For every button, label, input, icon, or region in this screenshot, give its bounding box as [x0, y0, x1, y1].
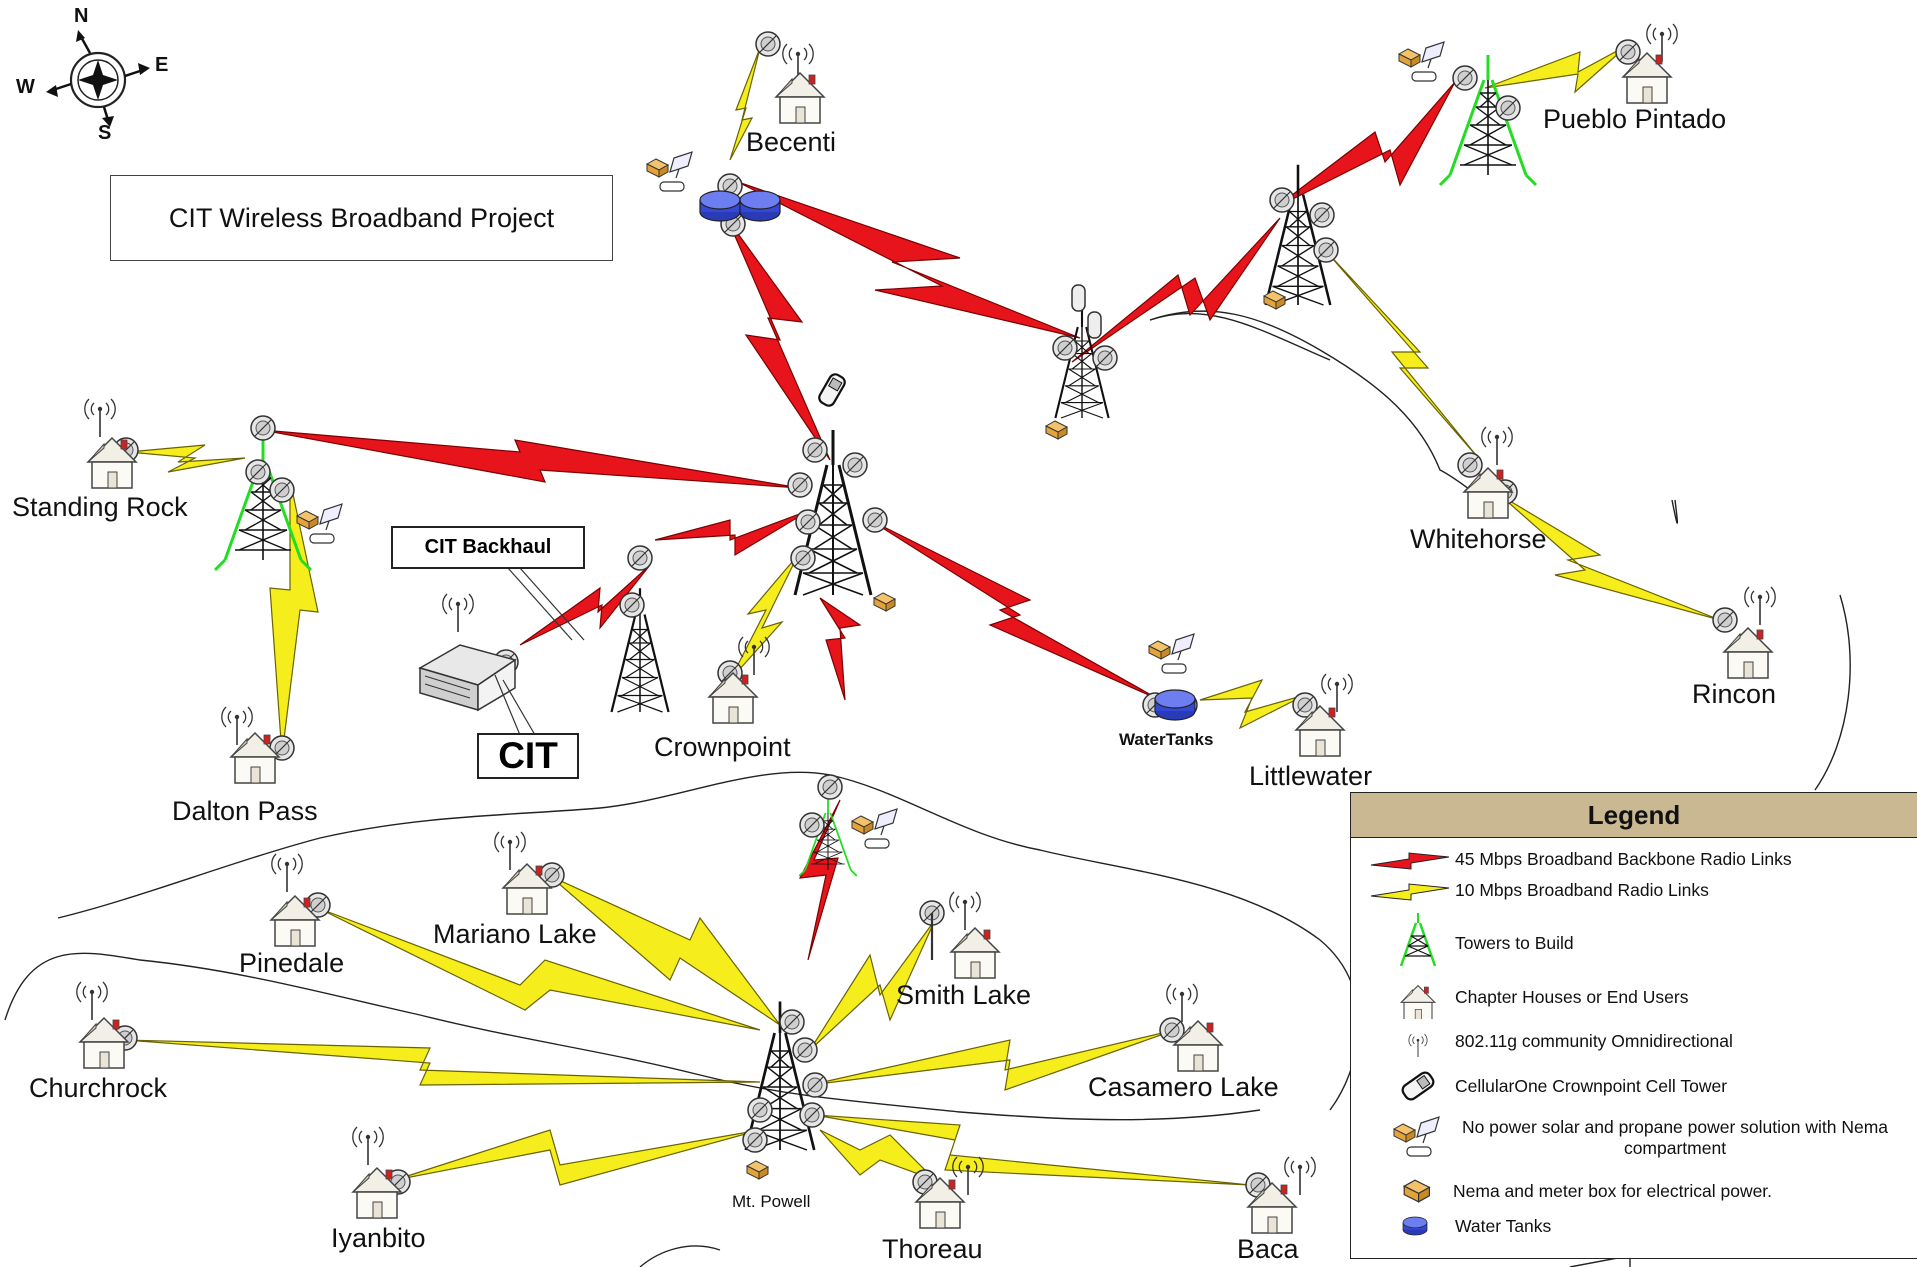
legend-item: No power solar and propane power solutio… [1351, 1113, 1917, 1165]
cit-callout: CIT [477, 733, 579, 779]
callout-leaders [494, 567, 585, 736]
legend-panel: Legend 45 Mbps Broadband Backbone Radio … [1350, 792, 1917, 1259]
legend-item: 802.11g community Omnidirectional [1351, 1025, 1917, 1059]
house-icon [1400, 985, 1436, 1019]
site-label-iyanbito: Iyanbito [331, 1223, 426, 1253]
site-label-rincon: Rincon [1692, 679, 1777, 709]
omni-antenna-icon [1408, 1033, 1428, 1058]
site-label-pinedale: Pinedale [239, 948, 345, 978]
legend-item: Nema and meter box for electrical power. [1351, 1177, 1917, 1205]
site-label-baca: Baca [1237, 1234, 1299, 1264]
radio-links [124, 44, 1721, 1186]
backbone-links [261, 81, 1456, 961]
yellow-bolt-icon [1370, 883, 1450, 901]
compass-s-label: S [98, 122, 112, 144]
site-label-smith-lake: Smith Lake [896, 980, 1032, 1010]
site-label-mt-powell: Mt. Powell [732, 1192, 811, 1211]
site-label-casamero-lake: Casamero Lake [1088, 1072, 1279, 1102]
site-label-watertanks: WaterTanks [1119, 730, 1214, 749]
legend-item: 10 Mbps Broadband Radio Links [1351, 880, 1917, 904]
cit-building [418, 644, 517, 712]
legend-item: Chapter Houses or End Users [1351, 979, 1917, 1019]
legend-item: 45 Mbps Broadband Backbone Radio Links [1351, 849, 1917, 873]
compass-w-label: W [16, 76, 35, 98]
solar-power-icon [1391, 1113, 1447, 1165]
cell-phone-icon [1395, 1065, 1441, 1107]
site-label-whitehorse: Whitehorse [1410, 524, 1547, 554]
site-label-littlewater: Littlewater [1249, 761, 1373, 791]
site-label-crownpoint: Crownpoint [654, 732, 791, 762]
compass-n-label: N [74, 5, 89, 27]
legend-item: CellularOne Crownpoint Cell Tower [1351, 1065, 1917, 1107]
site-label-churchrock: Churchrock [29, 1073, 168, 1103]
compass-e-label: E [155, 54, 169, 76]
water-tanks [699, 190, 1196, 721]
site-label-becenti: Becenti [746, 127, 837, 157]
compass-icon [46, 30, 150, 127]
cellularone-phone-icon [815, 371, 849, 409]
legend-item: Towers to Build [1351, 911, 1917, 973]
legend-item: Water Tanks [1351, 1211, 1917, 1241]
site-label-standing-rock: Standing Rock [12, 492, 188, 522]
site-label-mariano-lake: Mariano Lake [433, 919, 597, 949]
legend-title: Legend [1351, 793, 1917, 838]
site-label-pueblo-pintado: Pueblo Pintado [1543, 104, 1727, 134]
tower-antennas [1071, 284, 1102, 339]
site-label-dalton-pass: Dalton Pass [172, 796, 318, 826]
project-title: CIT Wireless Broadband Project [110, 175, 613, 261]
red-bolt-icon [1370, 852, 1450, 870]
green-tower-icon [1399, 913, 1437, 967]
site-label-thoreau: Thoreau [882, 1234, 983, 1264]
cit-backhaul-callout: CIT Backhaul [391, 526, 585, 569]
nema-box-icon [1403, 1179, 1431, 1203]
water-tank-icon [1402, 1216, 1428, 1236]
